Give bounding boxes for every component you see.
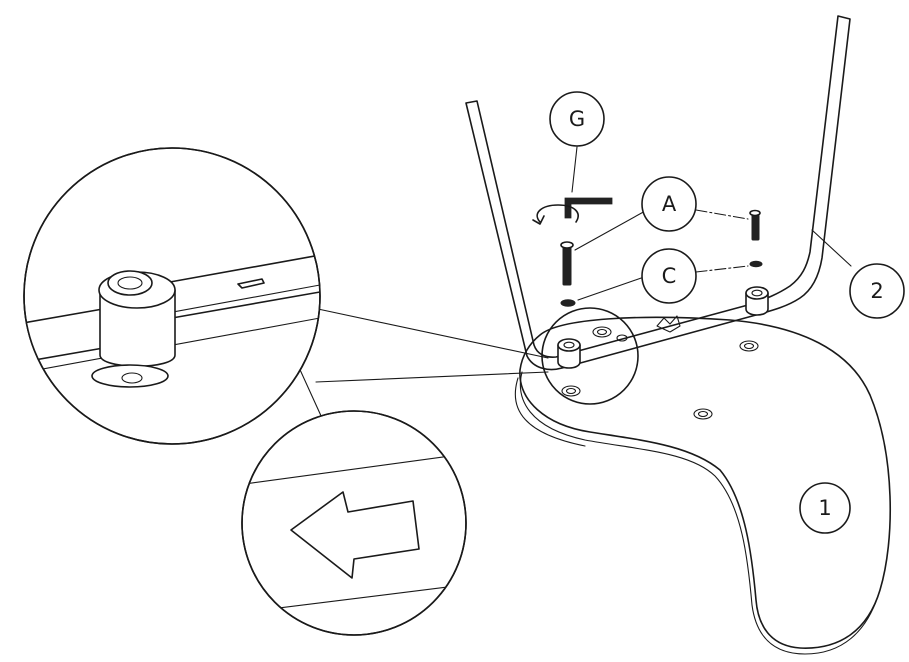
callout-label-1: 1 (818, 496, 831, 520)
magnified-detail-arrow (241, 410, 467, 636)
callout-seat-1: 1 (799, 482, 851, 534)
leader-lines (260, 146, 852, 419)
allen-key-tool (564, 197, 613, 219)
callout-frame-2: 2 (849, 263, 905, 319)
callout-washer-c: C (641, 248, 697, 304)
callout-label-g: G (569, 107, 585, 131)
seat-shell (514, 315, 891, 655)
mounting-holes (561, 326, 759, 420)
callout-bolt-a: A (641, 176, 697, 232)
washer-left (560, 299, 576, 307)
bolt-left (560, 241, 574, 286)
magnified-detail-bracket (23, 147, 321, 445)
callout-label-a: A (662, 192, 677, 216)
detail-focus-circle (541, 307, 639, 405)
bolt-right (749, 209, 761, 241)
callout-label-2: 2 (870, 279, 883, 303)
rotate-ccw-icon (532, 204, 579, 225)
left-arrow-icon (290, 491, 420, 579)
washer-right (749, 260, 763, 268)
callout-label-c: C (662, 264, 677, 288)
backrest-frame (465, 15, 851, 371)
callout-tool-g: G (549, 91, 605, 147)
